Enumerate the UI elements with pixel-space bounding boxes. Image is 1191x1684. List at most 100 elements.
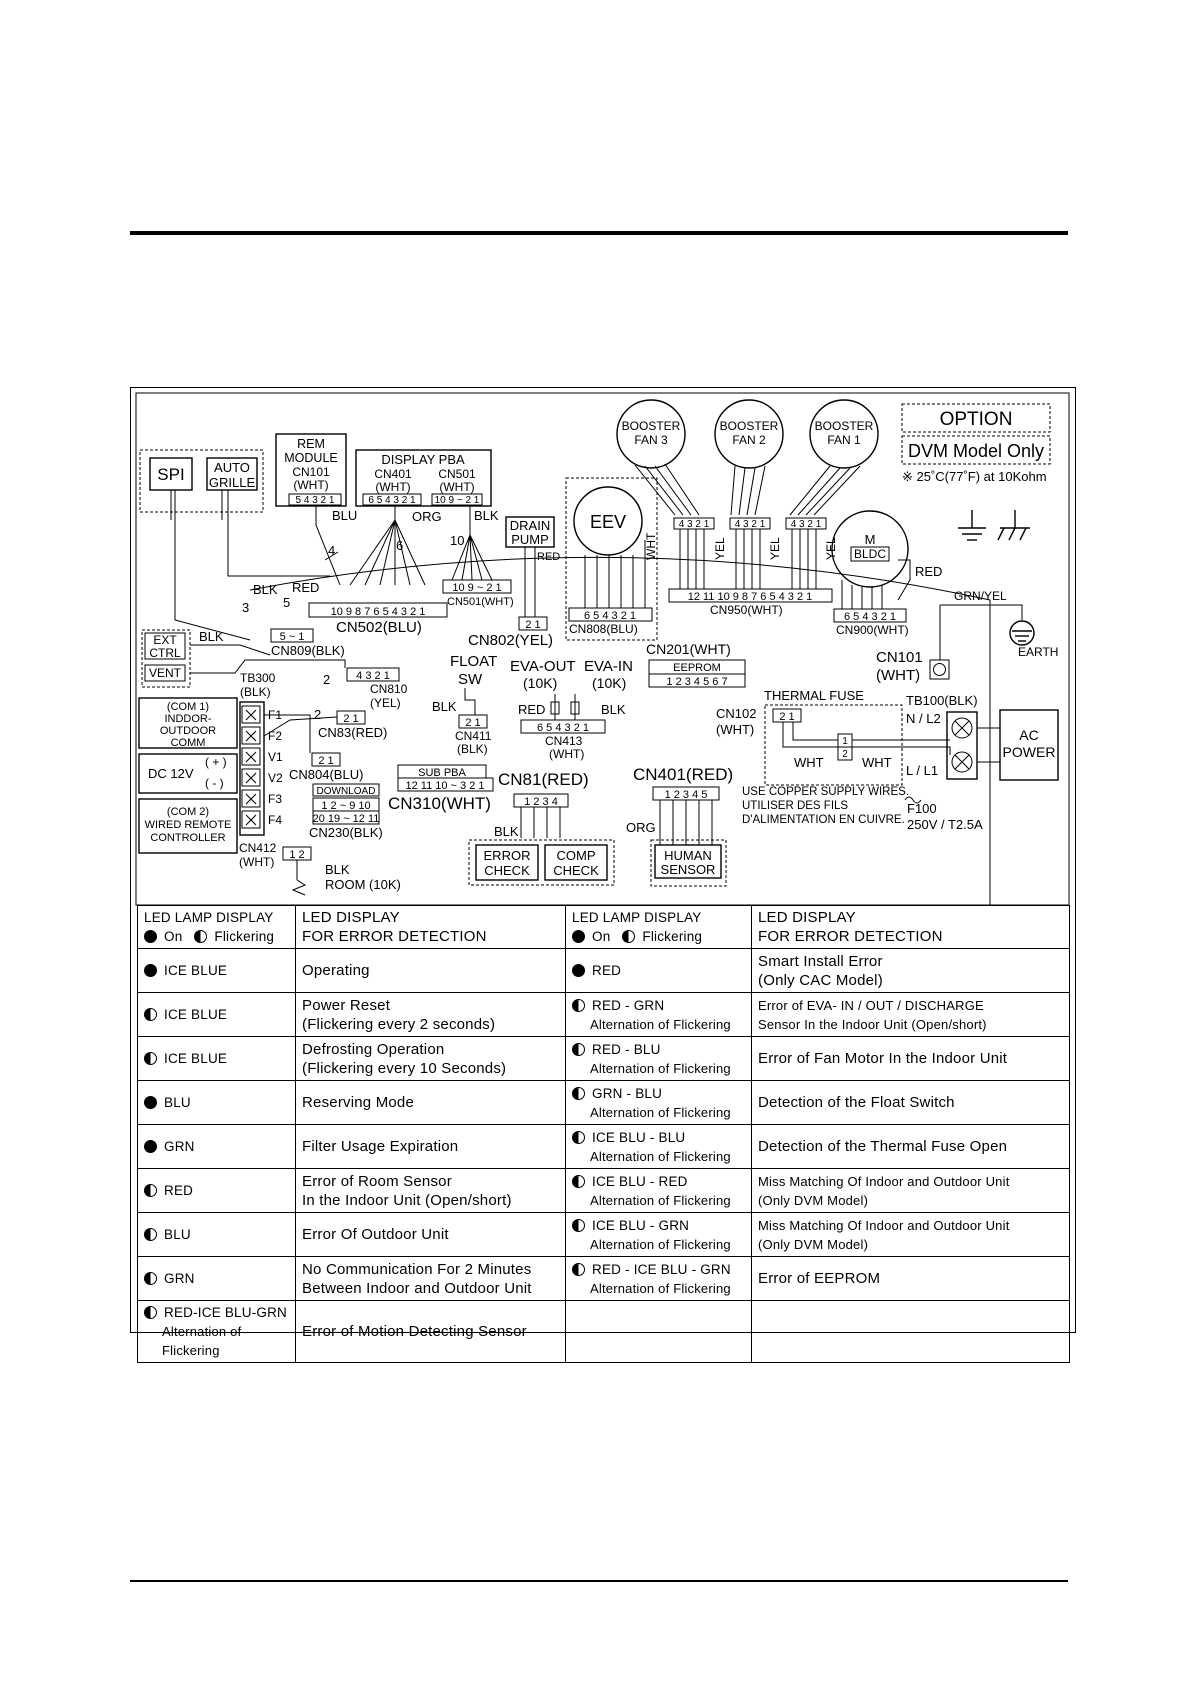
svg-text:RED: RED	[537, 551, 560, 563]
lamp-flicker-icon	[572, 998, 585, 1012]
svg-text:12 11 10 ~ 3 2 1: 12 11 10 ~ 3 2 1	[405, 780, 484, 792]
bottom-rule	[130, 1580, 1068, 1582]
svg-text:BLK: BLK	[432, 699, 457, 714]
svg-text:CN413: CN413	[545, 734, 583, 748]
cn502-connector	[308, 602, 448, 618]
svg-text:THERMAL FUSE: THERMAL FUSE	[764, 688, 864, 703]
com1-box	[138, 697, 238, 749]
svg-text:M: M	[865, 532, 876, 547]
svg-text:(WHT): (WHT)	[716, 722, 754, 737]
lamp-flicker-icon	[144, 1008, 157, 1021]
tb300-screws	[241, 705, 261, 829]
lamp-flicker-icon	[572, 1042, 585, 1056]
svg-text:CN102: CN102	[716, 706, 756, 721]
svg-text:BLK: BLK	[601, 702, 626, 717]
svg-text:(10K): (10K)	[592, 675, 626, 691]
svg-text:CN101: CN101	[876, 649, 923, 666]
cn310-label: CN310(WHT)	[388, 794, 491, 813]
svg-text:(10K): (10K)	[523, 675, 557, 691]
svg-text:20 19 ~ 12 11: 20 19 ~ 12 11	[313, 813, 380, 825]
svg-text:RED: RED	[292, 580, 319, 595]
left-display-cell: Reserving Mode	[295, 1080, 566, 1125]
svg-text:CN810: CN810	[370, 682, 408, 696]
svg-text:CHECK: CHECK	[553, 863, 599, 878]
svg-text:YEL: YEL	[713, 537, 727, 560]
svg-text:4 3 2 1: 4 3 2 1	[735, 519, 766, 530]
svg-text:TB300: TB300	[240, 671, 276, 685]
auto-grille-box	[206, 457, 258, 491]
svg-text:EVA-OUT: EVA-OUT	[510, 658, 576, 675]
svg-text:BOOSTER: BOOSTER	[815, 419, 874, 433]
svg-text:(WHT): (WHT)	[293, 478, 328, 492]
svg-text:CN804(BLU): CN804(BLU)	[289, 767, 363, 782]
svg-text:BLK: BLK	[325, 862, 350, 877]
svg-text:CN501: CN501	[438, 467, 476, 481]
chassis-ground-icon	[997, 510, 1030, 541]
svg-text:DOWNLOAD: DOWNLOAD	[317, 786, 376, 797]
lamp-flicker-icon	[144, 1306, 157, 1319]
lamp-flicker-icon	[572, 1174, 585, 1188]
svg-text:REM: REM	[297, 437, 325, 451]
svg-text:(COM 2): (COM 2)	[167, 806, 209, 818]
svg-text:5 ~ 1: 5 ~ 1	[280, 631, 305, 643]
drain-pump-box	[505, 516, 555, 548]
left-lamp-cell: GRN	[137, 1124, 296, 1169]
booster-fan-1	[809, 399, 879, 469]
right-display-cell: Detection of the Thermal Fuse Open	[751, 1124, 1070, 1169]
svg-text:RED: RED	[518, 702, 545, 717]
cn401-red-label: CN401(RED)	[633, 765, 733, 784]
ground-icon	[958, 510, 986, 541]
svg-text:BOOSTER: BOOSTER	[720, 419, 779, 433]
lamp-flicker-icon	[144, 1272, 157, 1285]
dc12v-box	[138, 753, 238, 794]
lamp-flicker-icon	[144, 1184, 157, 1197]
left-lamp-cell: ICE BLUE	[137, 948, 296, 993]
option-label: OPTION	[940, 409, 1013, 430]
thermistor-note: ※ 25˚C(77˚F) at 10Kohm	[902, 469, 1047, 484]
eev-group-box	[565, 477, 658, 641]
spi-group-box	[139, 449, 264, 513]
ext-vent-box	[141, 629, 191, 688]
svg-text:(WHT): (WHT)	[549, 747, 584, 761]
svg-text:EARTH: EARTH	[1018, 645, 1058, 659]
svg-text:CN501(WHT): CN501(WHT)	[447, 596, 514, 608]
svg-text:1 2 3 4: 1 2 3 4	[524, 796, 558, 808]
svg-text:( - ): ( - )	[205, 776, 224, 790]
comp-check-box	[544, 844, 608, 881]
svg-text:10 9 8 7 6 5 4 3 2 1: 10 9 8 7 6 5 4 3 2 1	[331, 606, 426, 618]
svg-text:POWER: POWER	[1003, 744, 1056, 760]
right-display-cell: Error of Fan Motor In the Indoor Unit	[751, 1036, 1070, 1081]
lamp-flicker-icon	[572, 1262, 585, 1276]
com2-box	[138, 798, 238, 854]
earth-icon	[1009, 620, 1035, 646]
svg-text:(BLK): (BLK)	[457, 742, 488, 756]
lamp-flicker-icon	[572, 1086, 585, 1100]
svg-text:FAN 3: FAN 3	[634, 433, 668, 447]
cn81-label: CN81(RED)	[498, 770, 589, 789]
lamp-on-icon	[144, 1096, 157, 1109]
cn502-label: CN502(BLU)	[336, 619, 422, 636]
svg-text:CN412: CN412	[239, 841, 277, 855]
svg-text:(WHT): (WHT)	[439, 480, 474, 494]
right-display-cell: Miss Matching Of Indoor and Outdoor Unit…	[751, 1212, 1070, 1257]
svg-text:2 1: 2 1	[779, 711, 794, 723]
svg-text:2: 2	[314, 707, 321, 722]
check-group-box	[468, 839, 615, 886]
human-sensor-group	[650, 839, 727, 887]
tb100-block	[946, 711, 978, 780]
svg-text:1: 1	[842, 736, 848, 747]
svg-text:ORG: ORG	[412, 509, 442, 524]
